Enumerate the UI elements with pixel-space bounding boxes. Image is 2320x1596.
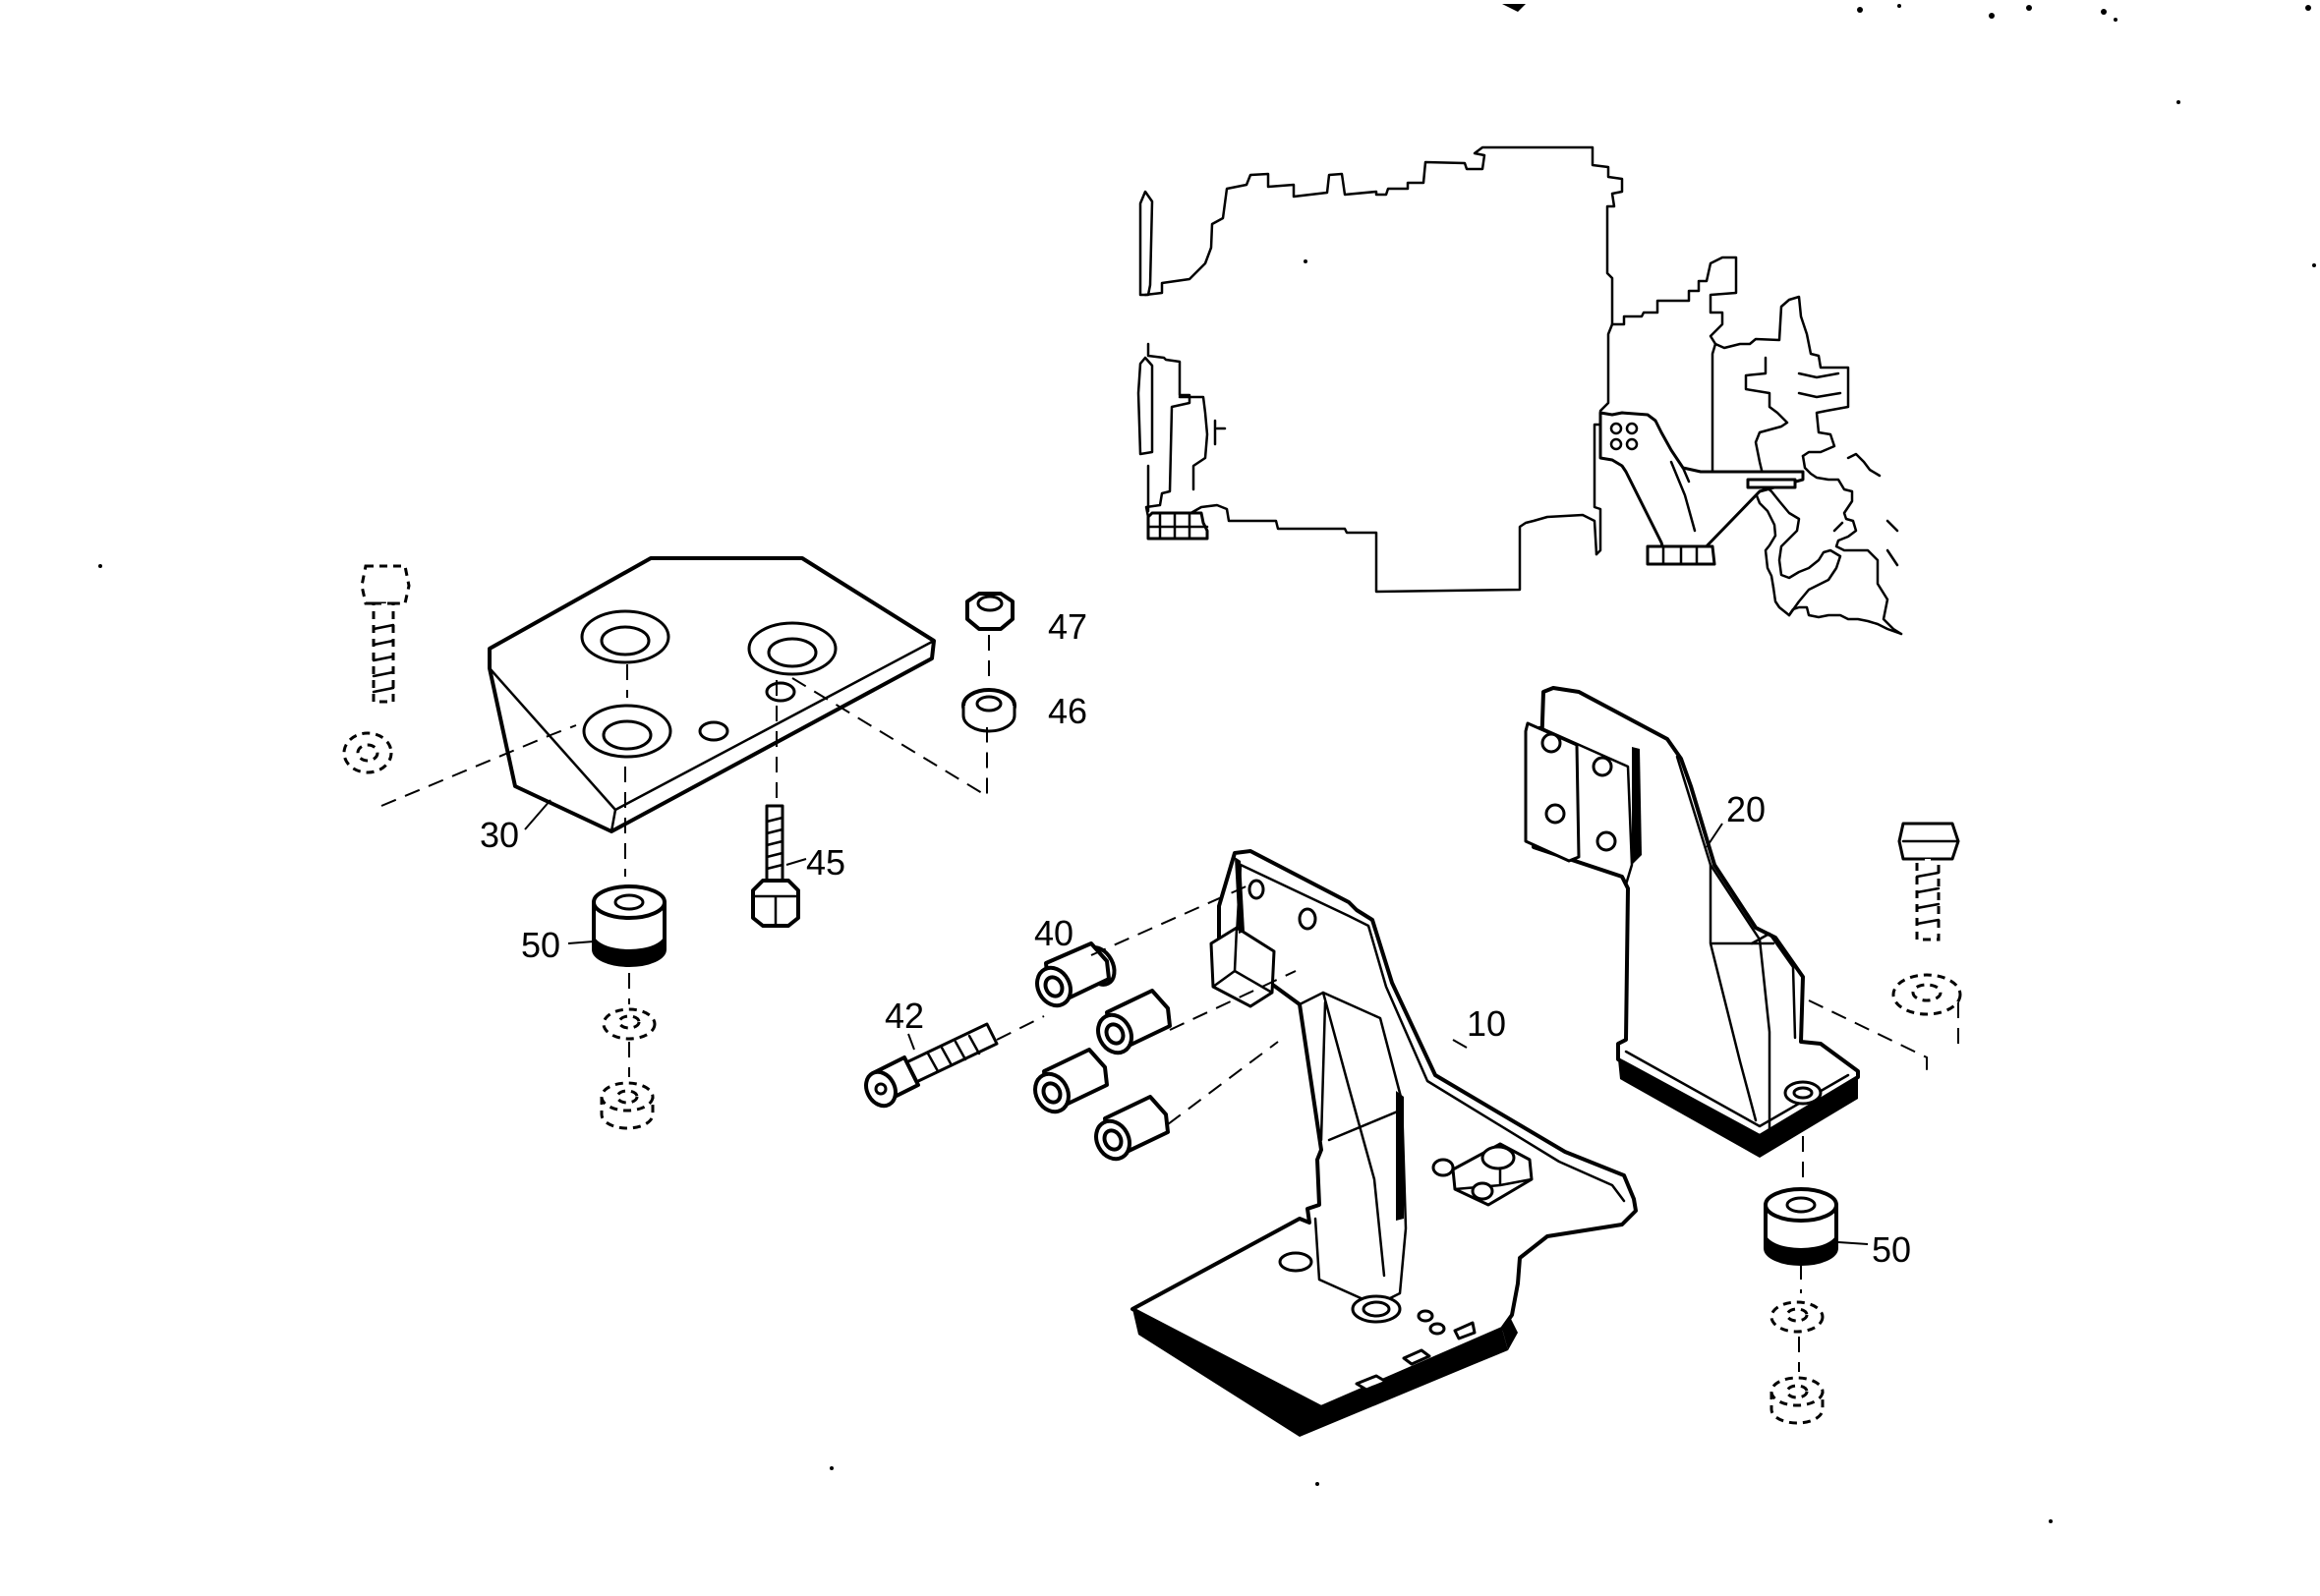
- ghost-bolt-right: [1891, 822, 1962, 1016]
- part-30-mounting-plate: [488, 556, 936, 833]
- assembly-leader-lines: [380, 635, 1959, 1372]
- callout-46-label: 46: [1048, 691, 1087, 731]
- callout-50-right: 50: [1837, 1229, 1911, 1270]
- callout-40-label: 40: [1034, 913, 1073, 953]
- engine-overview-inset: [1136, 145, 1903, 636]
- callout-30: 30: [480, 799, 551, 855]
- callout-20-label: 20: [1726, 789, 1766, 829]
- callout-10-label: 10: [1467, 1003, 1506, 1044]
- scan-specks: [98, 4, 2316, 1523]
- callout-10: 10: [1452, 1003, 1506, 1049]
- callout-47: 47: [1048, 606, 1087, 647]
- part-10-engine-mount-bracket: [1131, 849, 1638, 1437]
- part-50-left-rubber-mount: [592, 884, 667, 1130]
- callout-40: 40: [1034, 913, 1073, 953]
- ghost-bolt-left: [342, 564, 411, 774]
- callout-47-label: 47: [1048, 606, 1087, 647]
- callout-50-left-label: 50: [521, 925, 560, 965]
- callout-45-label: 45: [806, 842, 845, 883]
- callout-42: 42: [885, 996, 924, 1051]
- part-47-nut: [965, 592, 1015, 631]
- part-42-cap-screw: [864, 1022, 999, 1109]
- callout-50-left: 50: [521, 925, 595, 965]
- callout-45: 45: [785, 842, 845, 883]
- callout-50-right-label: 50: [1872, 1229, 1911, 1270]
- part-45-bolt: [751, 804, 800, 928]
- part-50-right-rubber-mount: [1764, 1187, 1838, 1425]
- callout-42-label: 42: [885, 996, 924, 1036]
- part-40-sleeves: [1033, 941, 1172, 1162]
- callout-20: 20: [1706, 789, 1766, 848]
- callout-30-label: 30: [480, 815, 519, 855]
- part-46-washer: [961, 688, 1016, 733]
- callout-46: 46: [1048, 691, 1087, 731]
- part-20-rear-mount-bracket: [1524, 686, 1860, 1158]
